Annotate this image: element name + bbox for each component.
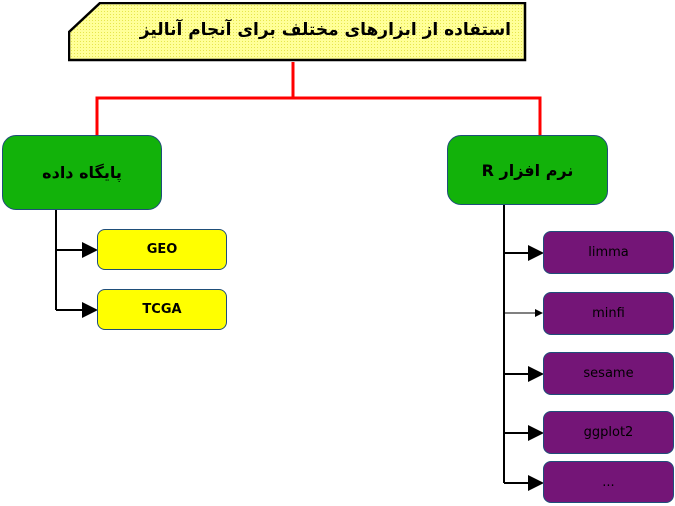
geo-node: GEO: [97, 229, 227, 270]
ggplot2-node: ggplot2: [543, 411, 674, 454]
title-box: استفاده از ابزارهای مختلف برای آنجام آنا…: [68, 2, 527, 62]
tcga-node: TCGA: [97, 289, 227, 330]
minfi-node: minfi: [543, 292, 674, 335]
more-node: ...: [543, 461, 674, 503]
sesame-node: sesame: [543, 352, 674, 395]
r-software-node: نرم افزار R: [447, 135, 608, 205]
title-text: استفاده از ابزارهای مختلف برای آنجام آنا…: [139, 20, 511, 40]
red-connector: [95, 96, 542, 135]
database-node: پایگاه داده: [2, 135, 162, 210]
limma-node: limma: [543, 231, 674, 274]
